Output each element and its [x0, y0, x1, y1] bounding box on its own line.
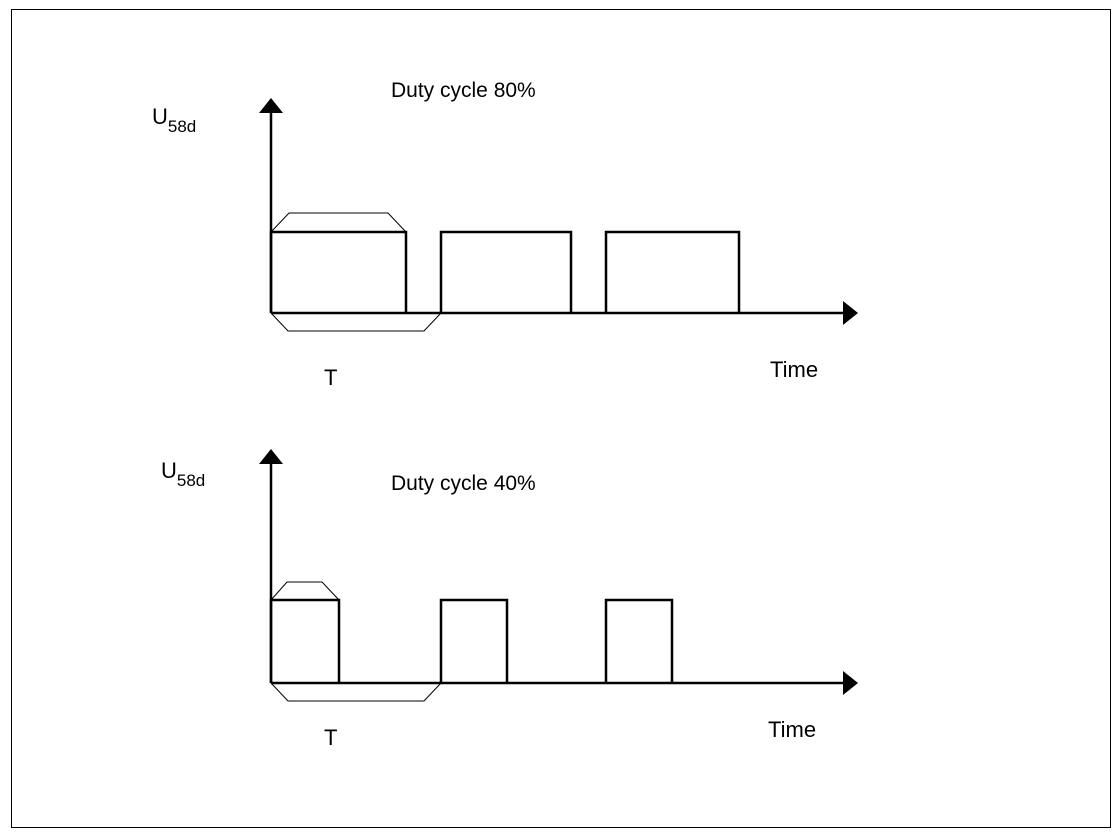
bottom-pulse-1 — [269, 598, 341, 683]
bottom-title: Duty cycle 40% — [391, 472, 536, 495]
bottom-y-axis-arrow — [259, 449, 283, 464]
bottom-x-axis-arrow — [843, 671, 858, 695]
top-title: Duty cycle 80% — [391, 79, 536, 102]
diagram-frame — [11, 9, 1111, 828]
top-pulse-3 — [604, 230, 741, 313]
top-waveform-diagram: Duty cycle 80% U58d T Time — [152, 79, 858, 390]
top-y-axis-arrow — [259, 98, 283, 113]
bottom-x-axis-label: Time — [768, 717, 816, 742]
bottom-pulse-width-bracket — [270, 581, 340, 601]
top-pulse-1 — [269, 230, 408, 313]
top-pulse-width-bracket — [270, 212, 407, 233]
bottom-pulse-3 — [604, 598, 674, 683]
bottom-period-bracket — [270, 682, 442, 702]
bottom-period-label: T — [324, 725, 337, 750]
bottom-pulse-2 — [439, 598, 509, 683]
top-period-label: T — [324, 365, 337, 390]
top-y-axis-label: U58d — [152, 104, 196, 136]
top-period-bracket — [270, 312, 442, 332]
top-pulse-2 — [439, 230, 573, 313]
bottom-y-axis-label: U58d — [161, 458, 205, 490]
top-x-axis-arrow — [843, 301, 858, 325]
bottom-waveform-diagram: Duty cycle 40% U58d T Time — [161, 449, 858, 750]
top-x-axis-label: Time — [770, 357, 818, 382]
